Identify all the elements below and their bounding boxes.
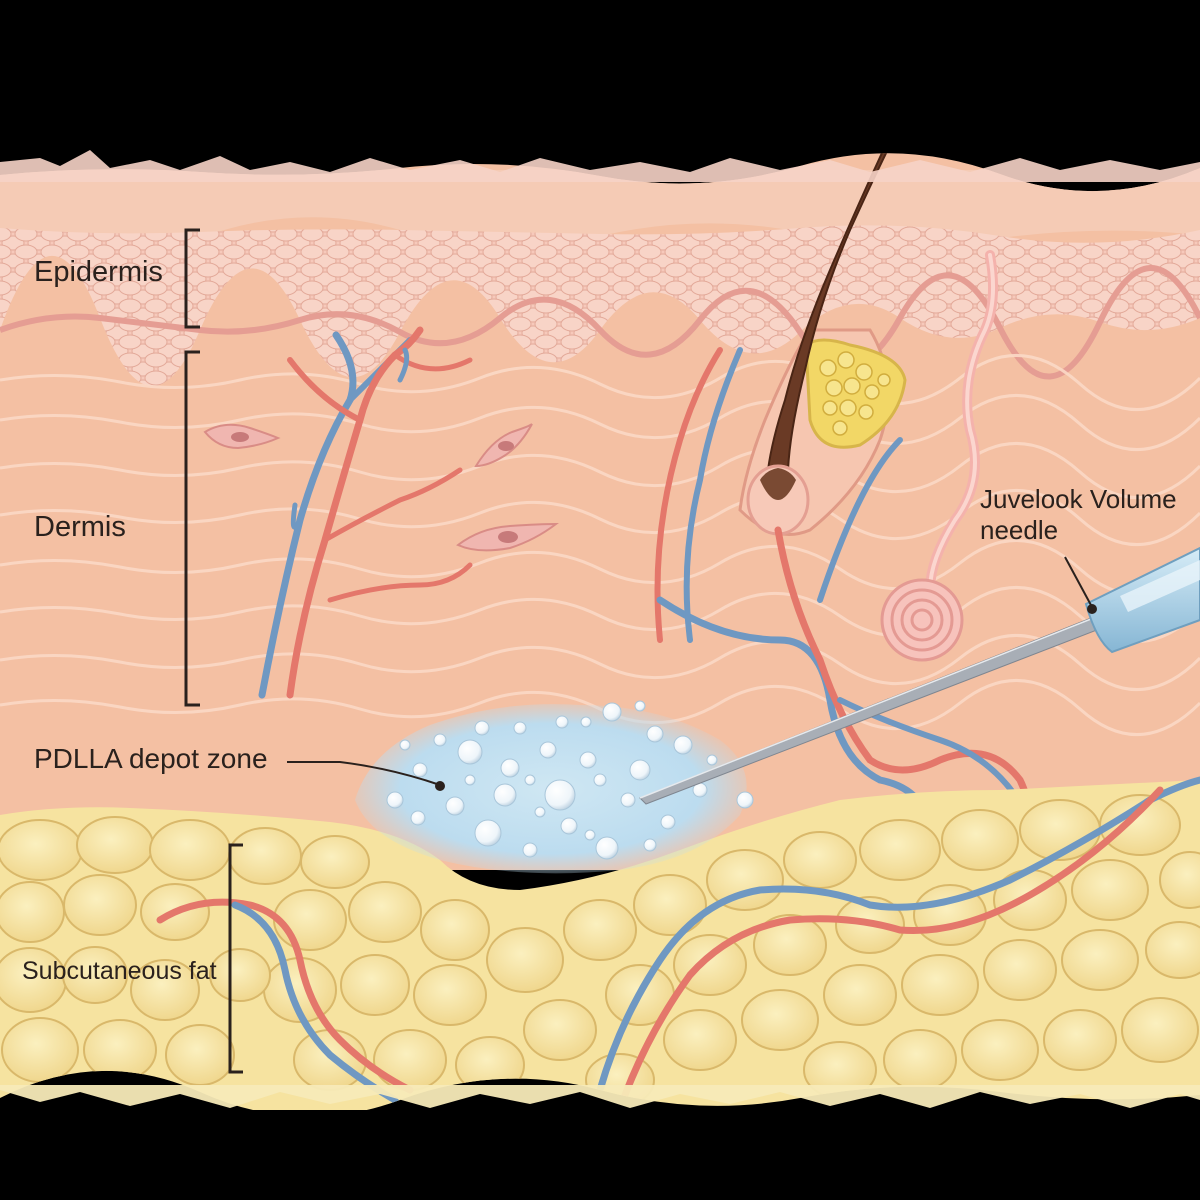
needle-leader-dot (1087, 604, 1097, 614)
pdlla-leader-dot (435, 781, 445, 791)
leader-lines (287, 556, 1093, 786)
epidermis-label: Epidermis (34, 256, 163, 288)
needle-leader (1064, 556, 1093, 608)
pdlla-leader (287, 761, 441, 786)
epidermis-bracket (184, 228, 200, 329)
bottom-torn-edge (0, 1085, 1200, 1108)
pdlla-depot-label: PDLLA depot zone (34, 743, 268, 774)
juvelook-volume-needle (639, 546, 1200, 805)
subcutaneous-fat-label: Subcutaneous fat (22, 957, 217, 985)
fat-blood-vessels (156, 776, 1200, 1104)
sweat-gland (880, 250, 998, 662)
layer-brackets (184, 228, 243, 1074)
needle-label-line1: Juvelook Volume (980, 484, 1177, 514)
fat-bracket (228, 843, 243, 1074)
collagen-fibers (0, 353, 1200, 737)
needle-label: Juvelook Volume needle (980, 484, 1177, 546)
needle-label-line2: needle (980, 515, 1059, 545)
top-torn-edge (0, 150, 1200, 182)
dermal-blood-vessels (258, 326, 473, 699)
pdlla-depot (355, 700, 754, 874)
fibroblast-cells (203, 423, 559, 552)
pdlla-microspheres (386, 700, 754, 860)
dermis-label: Dermis (34, 511, 126, 543)
epidermis-layer (0, 225, 1200, 387)
dermis-bracket (184, 350, 200, 707)
